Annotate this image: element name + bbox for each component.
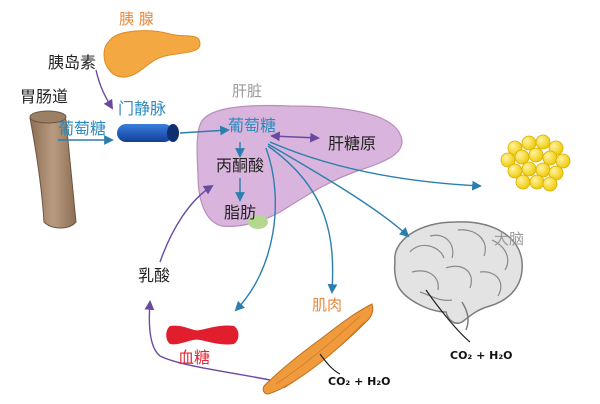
gut-label: 胃肠道 xyxy=(20,87,69,106)
glycogen-label: 肝糖原 xyxy=(328,134,377,153)
insulin-label: 胰岛素 xyxy=(48,53,97,72)
gallbladder-shape xyxy=(248,215,268,229)
gut-top xyxy=(29,110,67,124)
portal-vein-shape xyxy=(117,124,173,142)
portal-vein-label: 门静脉 xyxy=(118,99,167,118)
co2-brain-label: CO₂ + H₂O xyxy=(450,349,513,362)
brain-shape xyxy=(393,221,523,331)
pancreas-shape xyxy=(103,30,201,78)
pyruvate-label: 丙酮酸 xyxy=(216,156,265,175)
brain-label: 大脑 xyxy=(494,230,525,248)
glucose-liver-label: 葡萄糖 xyxy=(228,116,277,135)
blue-arrows xyxy=(58,125,482,312)
pancreas-label: 胰 腺 xyxy=(119,10,154,28)
co2-arrows xyxy=(319,289,471,375)
glucose-portal-label: 葡萄糖 xyxy=(58,119,107,138)
muscle-label: 肌肉 xyxy=(312,296,343,314)
blood-sugar-shape xyxy=(166,325,239,345)
co2-muscle-label: CO₂ + H₂O xyxy=(328,375,391,388)
blood-sugar-label: 血糖 xyxy=(178,348,211,367)
fat-cells xyxy=(500,134,571,192)
lactate-label: 乳酸 xyxy=(138,266,171,285)
liver-label: 肝脏 xyxy=(232,82,263,100)
fat-label: 脂肪 xyxy=(224,203,257,222)
purple-arrows xyxy=(95,69,320,381)
